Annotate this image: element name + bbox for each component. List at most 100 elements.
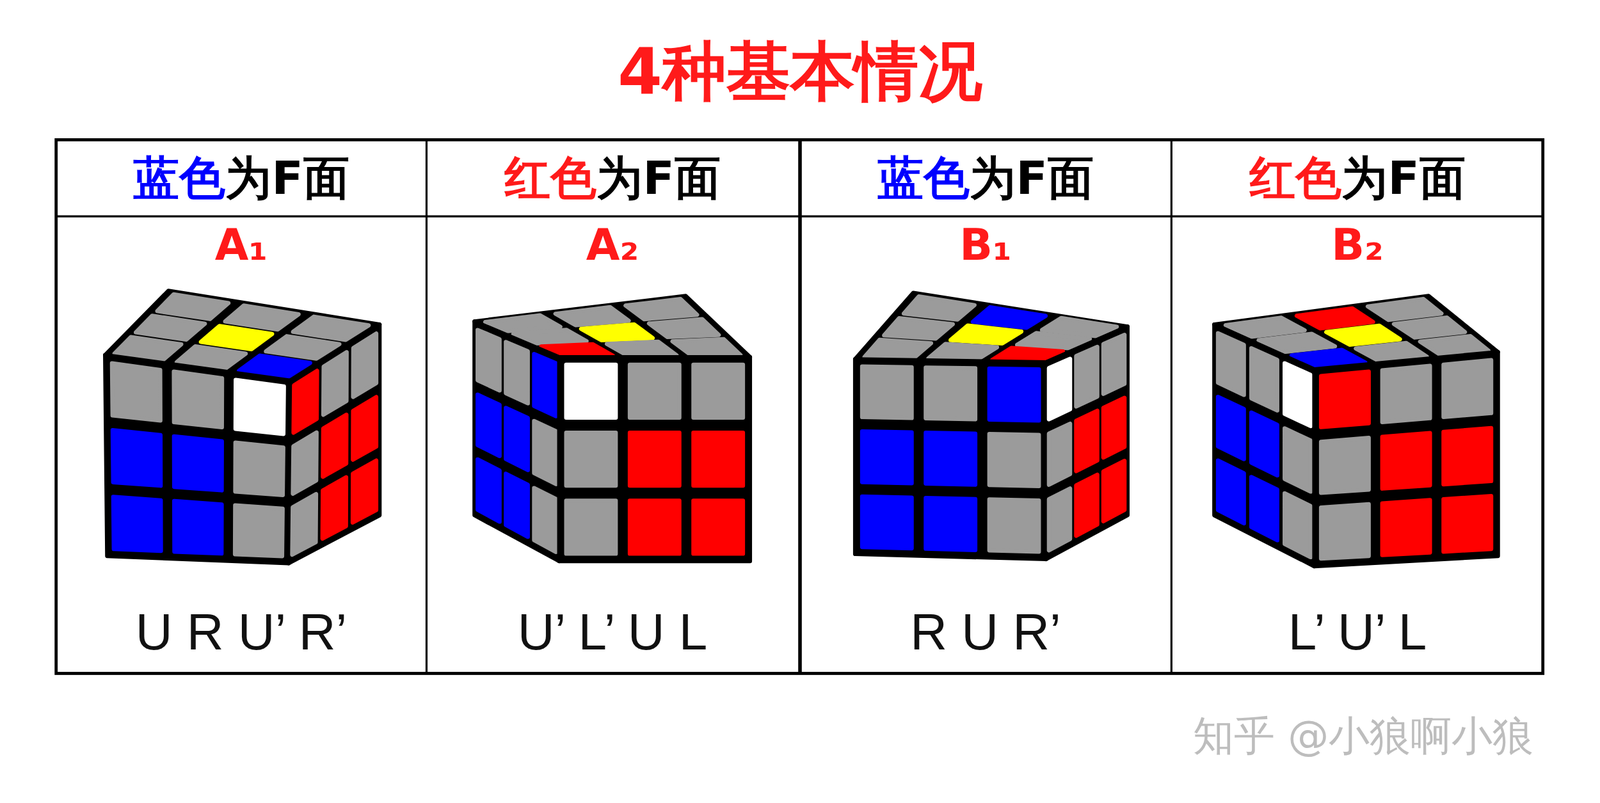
cube-sticker bbox=[323, 352, 347, 415]
move-formula: U’ L’ U L bbox=[517, 601, 708, 664]
table-border bbox=[56, 139, 1544, 674]
cube-sticker bbox=[1443, 496, 1492, 552]
cube-sticker bbox=[989, 499, 1040, 553]
cube-sticker bbox=[925, 432, 976, 485]
cube-sticker bbox=[672, 339, 741, 356]
cube-sticker bbox=[1393, 317, 1465, 338]
cube-sticker bbox=[113, 496, 162, 552]
cube-sticker bbox=[1048, 359, 1071, 420]
cube-face bbox=[855, 359, 1046, 560]
cube-sticker bbox=[1443, 360, 1492, 418]
cube-sticker bbox=[925, 497, 976, 551]
cube-sticker bbox=[1320, 504, 1369, 559]
cube-sticker bbox=[200, 325, 273, 349]
cube-sticker bbox=[505, 341, 528, 404]
cube-sticker bbox=[533, 353, 556, 416]
cube-sticker bbox=[1382, 366, 1431, 423]
cube-sticker bbox=[693, 432, 744, 486]
cube-sticker bbox=[1103, 460, 1125, 522]
cube-face bbox=[1314, 352, 1499, 567]
cube-sticker bbox=[174, 501, 222, 554]
cube-sticker bbox=[989, 368, 1040, 421]
table-column-line bbox=[1170, 139, 1173, 674]
cube-sticker bbox=[477, 330, 500, 392]
cube-sticker bbox=[293, 432, 317, 495]
cube-sticker bbox=[862, 496, 912, 549]
cube-sticker bbox=[135, 315, 205, 340]
cube-sticker bbox=[1217, 333, 1245, 396]
rubiks-cube bbox=[1214, 295, 1498, 567]
column-header: 蓝色为F面 bbox=[133, 150, 349, 206]
cube-sticker bbox=[989, 433, 1040, 487]
cube-sticker bbox=[1103, 334, 1125, 394]
cube-sticker bbox=[174, 371, 223, 428]
cube-sticker bbox=[1284, 428, 1311, 492]
cube-sticker bbox=[234, 505, 283, 557]
case-label: B₁ bbox=[959, 218, 1012, 272]
cube-sticker bbox=[505, 407, 528, 470]
cube-sticker bbox=[225, 305, 299, 330]
column-header: 蓝色为F面 bbox=[877, 150, 1094, 206]
cube-sticker bbox=[352, 396, 377, 460]
cube-sticker bbox=[1075, 346, 1097, 407]
cube-sticker bbox=[1048, 488, 1071, 551]
cube-sticker bbox=[293, 370, 318, 433]
cube-sticker bbox=[1320, 437, 1369, 493]
cube-sticker bbox=[1382, 500, 1431, 556]
cube-sticker bbox=[1048, 423, 1071, 486]
cube-sticker bbox=[1251, 412, 1278, 476]
cube-sticker bbox=[925, 367, 976, 420]
cube-sticker bbox=[1251, 476, 1278, 541]
cube-sticker bbox=[112, 363, 161, 422]
cube-sticker bbox=[629, 432, 680, 486]
cube-sticker bbox=[533, 488, 556, 553]
page-title: 4种基本情况 bbox=[617, 33, 983, 111]
table-grid bbox=[56, 139, 1544, 674]
cube-face bbox=[559, 357, 751, 562]
cube-sticker bbox=[1382, 433, 1431, 489]
cube-face bbox=[104, 355, 291, 564]
cube-sticker bbox=[235, 380, 285, 435]
column-header: 红色为F面 bbox=[1249, 150, 1465, 206]
cube-sticker bbox=[972, 307, 1046, 328]
cube-sticker bbox=[1217, 396, 1245, 459]
cube-sticker bbox=[1217, 460, 1245, 524]
case-label: A₁ bbox=[215, 218, 268, 272]
move-formula: U R U’ R’ bbox=[135, 601, 347, 664]
move-formula: L’ U’ L bbox=[1288, 601, 1427, 664]
cube-sticker bbox=[112, 430, 161, 486]
cube-sticker bbox=[352, 460, 377, 523]
cube-sticker bbox=[174, 436, 223, 491]
cube-sticker bbox=[1326, 325, 1400, 345]
cube-sticker bbox=[566, 432, 617, 486]
cube-face bbox=[474, 321, 559, 562]
cube-group bbox=[104, 290, 1498, 567]
cube-sticker bbox=[950, 325, 1022, 344]
cube-sticker bbox=[693, 364, 744, 418]
cube-sticker bbox=[477, 394, 500, 457]
cube-sticker bbox=[477, 459, 500, 522]
cube-sticker bbox=[864, 339, 932, 358]
cube-sticker bbox=[322, 477, 347, 539]
cube-face bbox=[1045, 326, 1128, 560]
cube-sticker bbox=[292, 494, 317, 555]
cube-sticker bbox=[235, 442, 284, 496]
cube-sticker bbox=[566, 500, 617, 554]
move-formula: R U R’ bbox=[910, 601, 1062, 664]
cube-sticker bbox=[505, 473, 528, 537]
cube-sticker bbox=[606, 341, 677, 356]
cube-sticker bbox=[353, 333, 377, 397]
cube-sticker bbox=[157, 294, 230, 320]
case-label: A₂ bbox=[586, 218, 639, 272]
cube-sticker bbox=[555, 307, 630, 326]
cube-face bbox=[1214, 324, 1314, 567]
rubiks-cube bbox=[474, 295, 750, 562]
cube-sticker bbox=[1284, 493, 1311, 558]
cube-sticker bbox=[629, 500, 680, 554]
cube-sticker bbox=[1075, 474, 1097, 537]
cube-sticker bbox=[1296, 308, 1373, 329]
cube-sticker bbox=[533, 421, 556, 485]
cube-sticker bbox=[1367, 298, 1442, 320]
cube-sticker bbox=[322, 414, 347, 477]
